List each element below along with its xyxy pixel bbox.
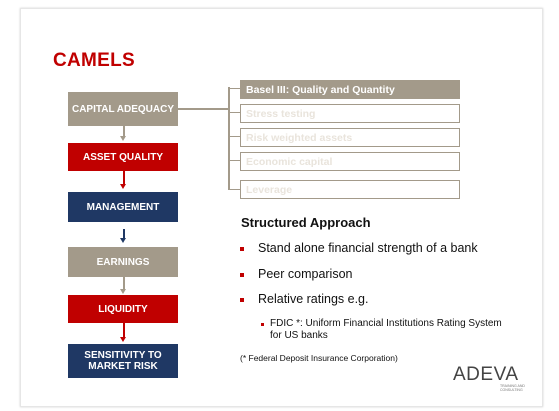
capital-adequacy-box: CAPITAL ADEQUACY [68, 92, 178, 126]
connector-line [178, 108, 228, 110]
capital-item-stress: Stress testing [240, 104, 460, 123]
approach-heading: Structured Approach [241, 215, 371, 230]
bullet-item: Stand alone financial strength of a bank [240, 241, 478, 255]
slide-title: CAMELS [53, 50, 136, 71]
sub-bullet-text: FDIC *: Uniform Financial Institutions R… [270, 318, 502, 341]
footnote: (* Federal Deposit Insurance Corporation… [240, 353, 398, 363]
liquidity-box: LIQUIDITY [68, 295, 178, 323]
earnings-box: EARNINGS [68, 247, 178, 277]
capital-item-leverage: Leverage [240, 180, 460, 199]
sub-bullet-item: FDIC *: Uniform Financial Institutions R… [261, 318, 511, 342]
connector-tick [229, 160, 240, 161]
connector-tick [229, 112, 240, 113]
arrow-down-icon [120, 126, 126, 141]
bullet-square-icon [240, 272, 244, 277]
arrow-down-icon [120, 171, 126, 189]
bullet-square-icon [240, 297, 244, 302]
arrow-down-icon [120, 229, 126, 243]
connector-tick [229, 189, 240, 190]
arrow-down-icon [120, 323, 126, 342]
asset-quality-box: ASSET QUALITY [68, 143, 178, 171]
connector-tick [229, 136, 240, 137]
arrow-down-icon [120, 277, 126, 294]
connector-tick [229, 88, 240, 89]
bullet-item: Peer comparison [240, 267, 353, 281]
capital-item-economic: Economic capital [240, 152, 460, 171]
bullet-square-icon [240, 246, 244, 251]
management-box: MANAGEMENT [68, 192, 178, 222]
capital-item-rwa: Risk weighted assets [240, 128, 460, 147]
bullet-text: Relative ratings e.g. [258, 292, 369, 306]
bullet-square-icon [261, 323, 264, 326]
capital-item-basel: Basel III: Quality and Quantity [240, 80, 460, 99]
connector-line [228, 87, 230, 190]
adeva-logo: ADEVA [453, 364, 519, 385]
bullet-text: Stand alone financial strength of a bank [258, 241, 478, 255]
bullet-item: Relative ratings e.g. [240, 292, 368, 306]
sensitivity-box: SENSITIVITY TO MARKET RISK [68, 344, 178, 378]
logo-tagline: TRAINING AND CONSULTING [500, 384, 525, 392]
bullet-text: Peer comparison [258, 267, 353, 281]
